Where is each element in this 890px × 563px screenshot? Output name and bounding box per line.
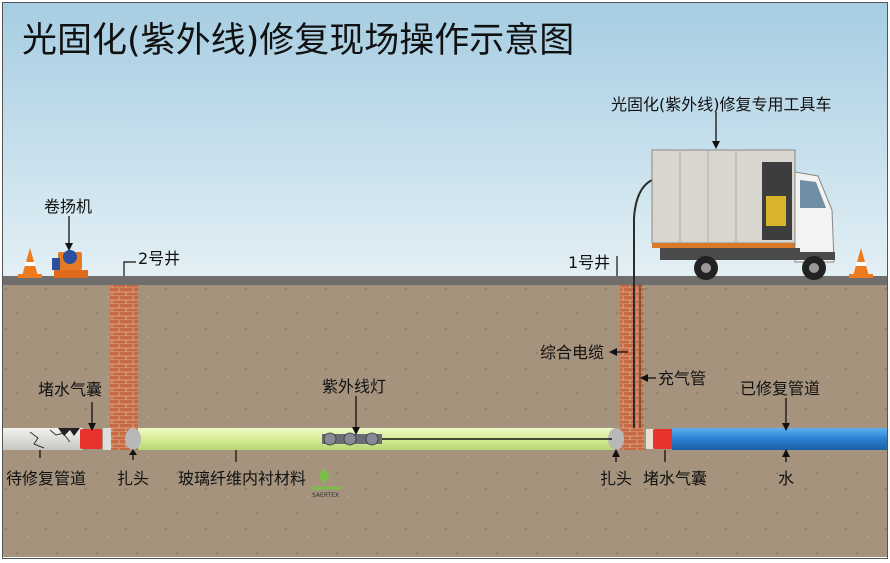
label-well-2: 2号井 bbox=[138, 249, 180, 268]
label-repaired-pipe: 已修复管道 bbox=[740, 379, 820, 398]
pipe-collar bbox=[103, 428, 111, 450]
label-air-pipe: 充气管 bbox=[658, 369, 706, 388]
leader-lines bbox=[39, 112, 787, 462]
label-cable: 综合电缆 bbox=[540, 343, 604, 362]
tie-head-left bbox=[125, 428, 141, 450]
pipe-collar-right bbox=[646, 429, 654, 449]
leader-arrowheads bbox=[65, 141, 790, 457]
label-plug-right: 堵水气囊 bbox=[643, 469, 707, 488]
saertex-logo: SAERTEX bbox=[312, 468, 342, 499]
power-cable bbox=[633, 179, 653, 428]
label-well-1: 1号井 bbox=[568, 253, 610, 272]
logo-text: SAERTEX bbox=[312, 492, 339, 499]
traffic-cone-left bbox=[18, 248, 42, 278]
label-winch: 卷扬机 bbox=[44, 197, 92, 216]
label-water: 水 bbox=[778, 469, 794, 488]
soil bbox=[3, 285, 887, 557]
manhole-2 bbox=[110, 261, 138, 450]
pipe-damage bbox=[58, 428, 80, 436]
label-tie-right: 扎头 bbox=[600, 469, 632, 488]
plug-left-airbag bbox=[80, 429, 102, 449]
traffic-cone-right bbox=[849, 248, 873, 278]
label-tie-left: 扎头 bbox=[117, 469, 149, 488]
uv-repair-truck bbox=[651, 149, 835, 280]
label-plug-left: 堵水气囊 bbox=[38, 380, 102, 399]
winch bbox=[52, 250, 88, 278]
road-surface bbox=[3, 276, 887, 285]
label-uv-lamp: 紫外线灯 bbox=[322, 377, 386, 396]
uv-lamp bbox=[322, 432, 382, 446]
repaired-pipe bbox=[672, 428, 887, 450]
label-pipe-to-repair: 待修复管道 bbox=[6, 469, 86, 488]
label-liner: 玻璃纤维内衬材料 bbox=[178, 469, 306, 488]
label-truck: 光固化(紫外线)修复专用工具车 bbox=[611, 95, 832, 114]
page-title: 光固化(紫外线)修复现场操作示意图 bbox=[22, 21, 574, 61]
tie-head-right bbox=[608, 428, 624, 450]
plug-right-airbag bbox=[653, 429, 673, 449]
